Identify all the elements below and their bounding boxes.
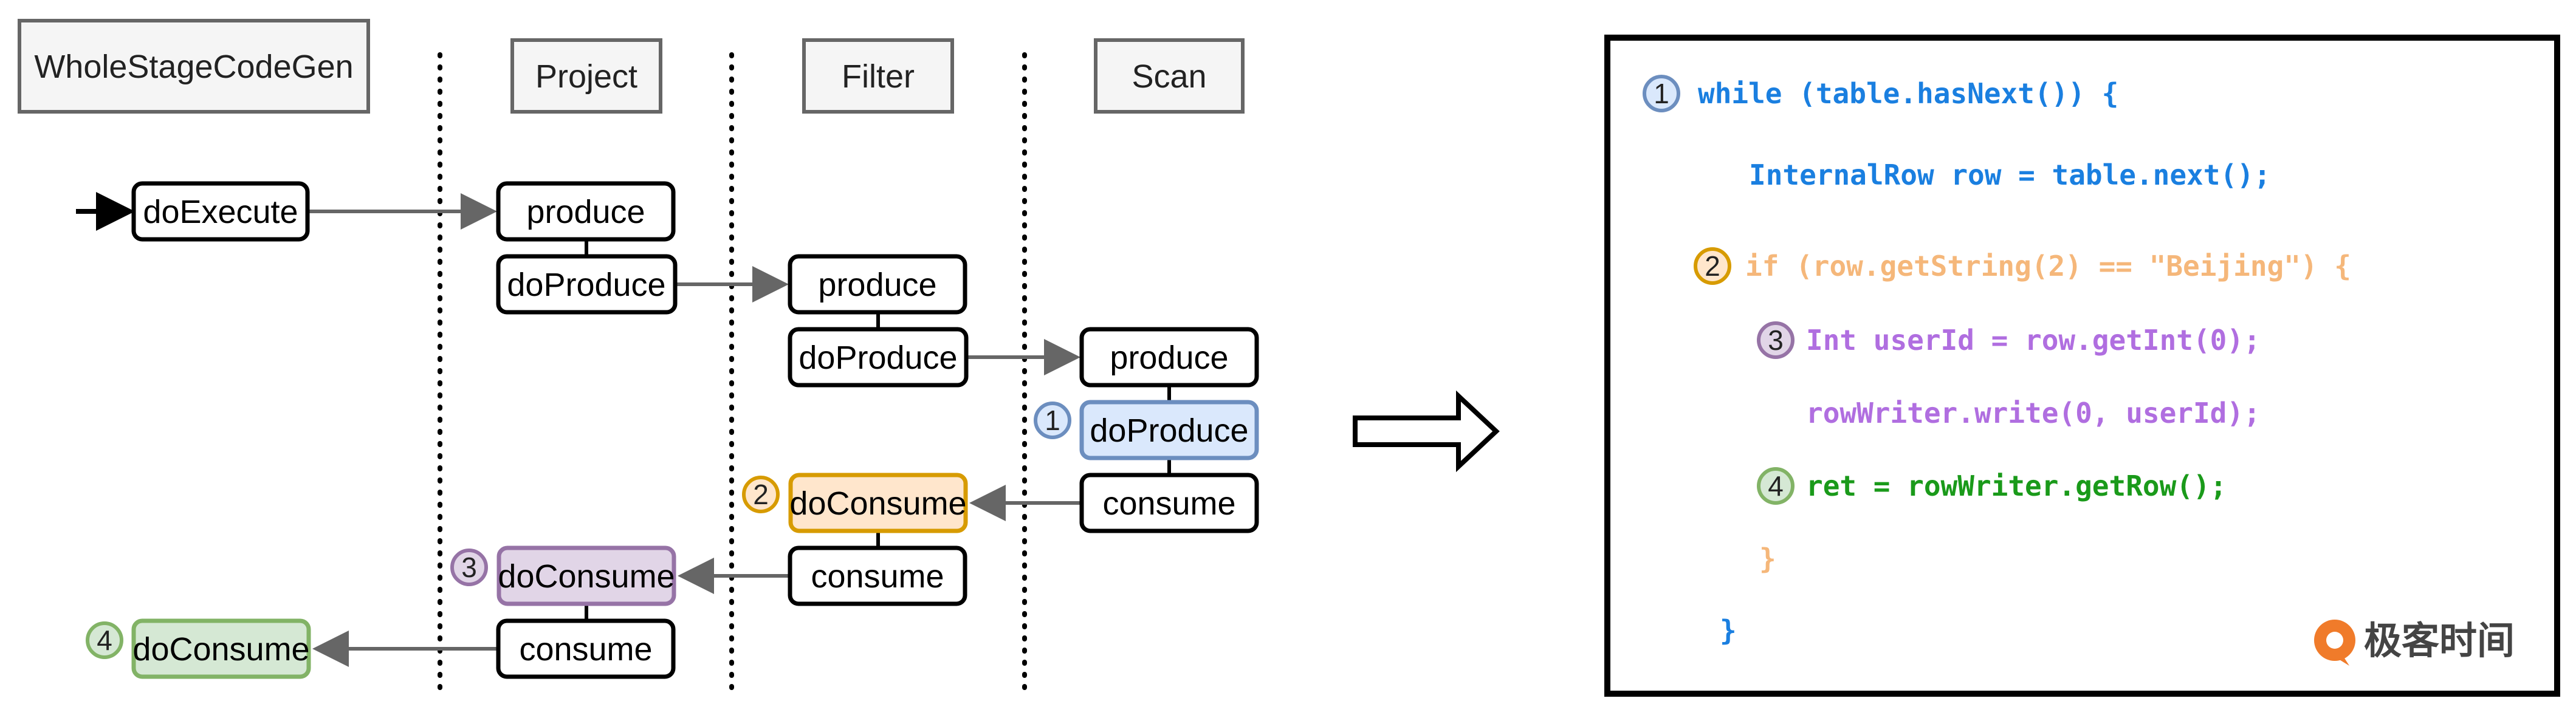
node-project-doconsume-label: doConsume	[498, 558, 675, 595]
node-filter-doconsume[interactable]: doConsume	[788, 473, 968, 533]
marker-1-label: 1	[1045, 405, 1060, 436]
code-marker-3: 3	[1768, 324, 1784, 356]
code-line-4: 3 Int userId = row.getInt(0);	[1757, 321, 2261, 359]
marker-2-label: 2	[753, 479, 769, 510]
code-text-8: }	[1720, 614, 1737, 647]
node-ws-doexecute[interactable]: doExecute	[131, 181, 310, 242]
node-scan-produce[interactable]: produce	[1079, 327, 1259, 388]
node-project-doproduce[interactable]: doProduce	[496, 254, 678, 315]
code-line-1: 1 while (table.hasNext()) {	[1643, 75, 2118, 112]
node-filter-consume[interactable]: consume	[788, 545, 967, 606]
node-scan-consume-label: consume	[1102, 485, 1235, 522]
code-line-6: 4 ret = rowWriter.getRow();	[1757, 467, 2227, 505]
column-headers: WholeStageCodeGen Project Filter Scan	[18, 19, 1245, 114]
operator-nodes: doExecute produce doProduce produce doPr…	[131, 181, 1259, 679]
node-scan-doproduce[interactable]: doProduce	[1079, 400, 1259, 460]
code-marker-1: 1	[1654, 78, 1669, 109]
code-marker-4: 4	[1768, 470, 1784, 502]
node-ws-doexecute-label: doExecute	[143, 194, 298, 230]
code-text-1: while (table.hasNext()) {	[1698, 77, 2118, 110]
transform-arrow-icon	[1353, 390, 1500, 473]
step-markers: 1 2 3 4	[86, 402, 1071, 659]
code-line-3: 2 if (row.getString(2) == "Beijing") {	[1694, 247, 2351, 285]
node-scan-consume[interactable]: consume	[1079, 473, 1259, 533]
marker-3-label: 3	[461, 552, 477, 583]
node-project-produce-label: produce	[526, 194, 645, 230]
node-filter-doproduce[interactable]: doProduce	[788, 327, 969, 388]
marker-4: 4	[86, 621, 123, 659]
node-project-produce[interactable]: produce	[496, 181, 676, 242]
node-project-consume-label: consume	[519, 631, 652, 668]
code-text-7: }	[1759, 542, 1776, 575]
geektime-logo: 极客时间	[2314, 618, 2515, 666]
node-filter-doconsume-label: doConsume	[789, 485, 966, 522]
code-panel-border	[1604, 35, 2560, 697]
node-filter-doproduce-label: doProduce	[799, 340, 957, 376]
code-text-3: if (row.getString(2) == "Beijing") {	[1745, 250, 2351, 282]
header-project: Project	[510, 38, 662, 114]
node-ws-doconsume[interactable]: doConsume	[131, 618, 311, 679]
node-ws-doconsume-label: doConsume	[132, 631, 309, 668]
node-filter-produce-label: produce	[818, 267, 936, 303]
header-project-label: Project	[535, 58, 637, 95]
flow-arrows	[76, 192, 1082, 667]
code-line-7: }	[1759, 542, 1776, 575]
header-wholestagecodegen-label: WholeStageCodeGen	[34, 49, 353, 85]
code-text-6: ret = rowWriter.getRow();	[1806, 470, 2227, 502]
node-project-consume[interactable]: consume	[496, 618, 676, 679]
node-filter-consume-label: consume	[811, 558, 944, 595]
column-separators	[438, 52, 1027, 701]
node-scan-produce-label: produce	[1110, 340, 1228, 376]
code-line-2: InternalRow row = table.next();	[1749, 159, 2271, 191]
generated-code-panel: 1 while (table.hasNext()) { InternalRow …	[1604, 35, 2560, 697]
header-filter: Filter	[802, 38, 954, 114]
logo-text: 极客时间	[2364, 618, 2515, 663]
code-marker-2: 2	[1705, 250, 1720, 282]
code-line-8: }	[1720, 614, 1737, 647]
node-connectors	[585, 239, 1171, 621]
code-text-4: Int userId = row.getInt(0);	[1806, 324, 2261, 357]
node-project-doproduce-label: doProduce	[507, 267, 665, 303]
header-scan: Scan	[1094, 38, 1245, 114]
header-filter-label: Filter	[842, 58, 915, 95]
code-text-5: rowWriter.write(0, userId);	[1806, 397, 2261, 429]
marker-1: 1	[1034, 402, 1071, 439]
marker-4-label: 4	[97, 624, 112, 656]
marker-2: 2	[742, 476, 780, 513]
node-filter-produce[interactable]: produce	[788, 254, 967, 315]
node-project-doconsume[interactable]: doConsume	[496, 545, 676, 606]
code-line-5: rowWriter.write(0, userId);	[1806, 397, 2261, 429]
header-scan-label: Scan	[1132, 58, 1206, 95]
code-text-2: InternalRow row = table.next();	[1749, 159, 2271, 191]
header-wholestagecodegen: WholeStageCodeGen	[18, 19, 370, 114]
marker-3: 3	[450, 549, 488, 586]
node-scan-doproduce-label: doProduce	[1090, 412, 1248, 449]
logo-icon	[2314, 620, 2355, 666]
